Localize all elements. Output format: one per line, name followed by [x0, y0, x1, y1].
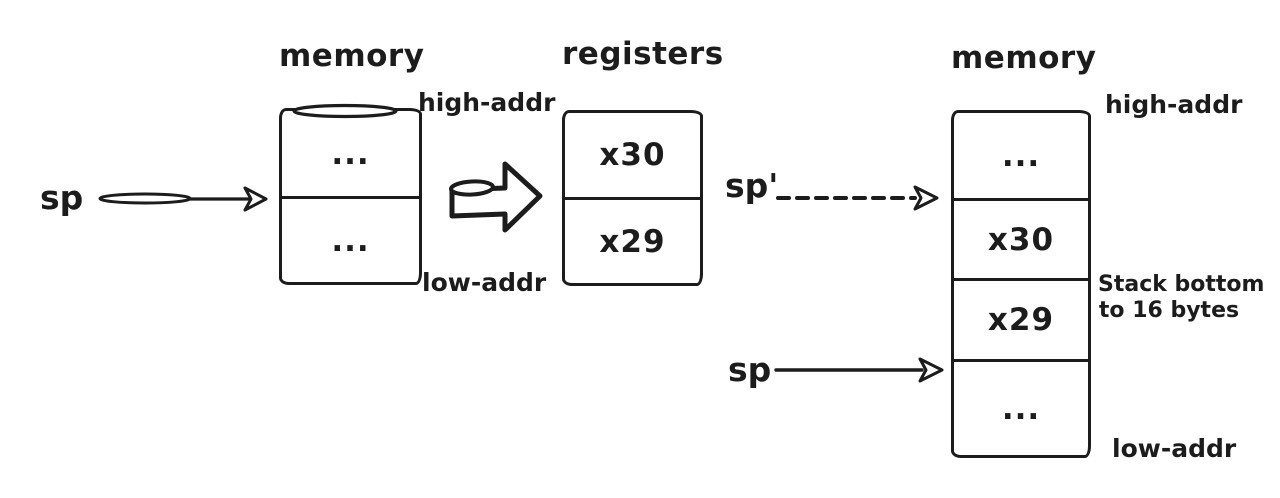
memory-cell: ...	[331, 135, 370, 172]
high-addr-label-right: high-addr	[1105, 90, 1243, 119]
stack-bottom-note-line1: Stack bottom	[1098, 272, 1265, 297]
register-cell: x29	[565, 197, 700, 283]
box-top-ellipse-decoration	[292, 103, 398, 119]
sp-arrow-right	[774, 357, 944, 383]
memory-cell: ...	[282, 196, 419, 282]
stack-bottom-note: Stack bottom to 16 bytes	[1098, 272, 1265, 324]
low-addr-label-left: low-addr	[422, 268, 547, 297]
left-memory-title: memory	[279, 38, 425, 74]
sp-arrow-left	[98, 186, 268, 212]
memory-cell: x30	[954, 198, 1088, 278]
right-memory-title: memory	[951, 40, 1097, 76]
low-addr-label-right: low-addr	[1112, 434, 1237, 463]
sp-prime-dashed-arrow	[776, 185, 939, 211]
sp-prime-label: sp'	[725, 166, 779, 205]
high-addr-label-left: high-addr	[418, 88, 556, 117]
transfer-arrow-icon	[449, 161, 543, 233]
right-memory-box: ... x30 x29 ...	[951, 110, 1091, 458]
memory-cell: ...	[954, 359, 1088, 455]
memory-cell: ...	[1001, 137, 1041, 174]
sp-label-right: sp	[728, 350, 772, 389]
sp-label-left: sp	[40, 178, 84, 217]
registers-title: registers	[562, 36, 724, 72]
left-memory-box: ... ...	[279, 108, 422, 285]
memory-cell: x29	[954, 278, 1088, 359]
register-cell: x30	[599, 137, 666, 173]
stack-bottom-note-line2: to 16 bytes	[1098, 298, 1240, 323]
registers-box: x30 x29	[562, 110, 703, 286]
